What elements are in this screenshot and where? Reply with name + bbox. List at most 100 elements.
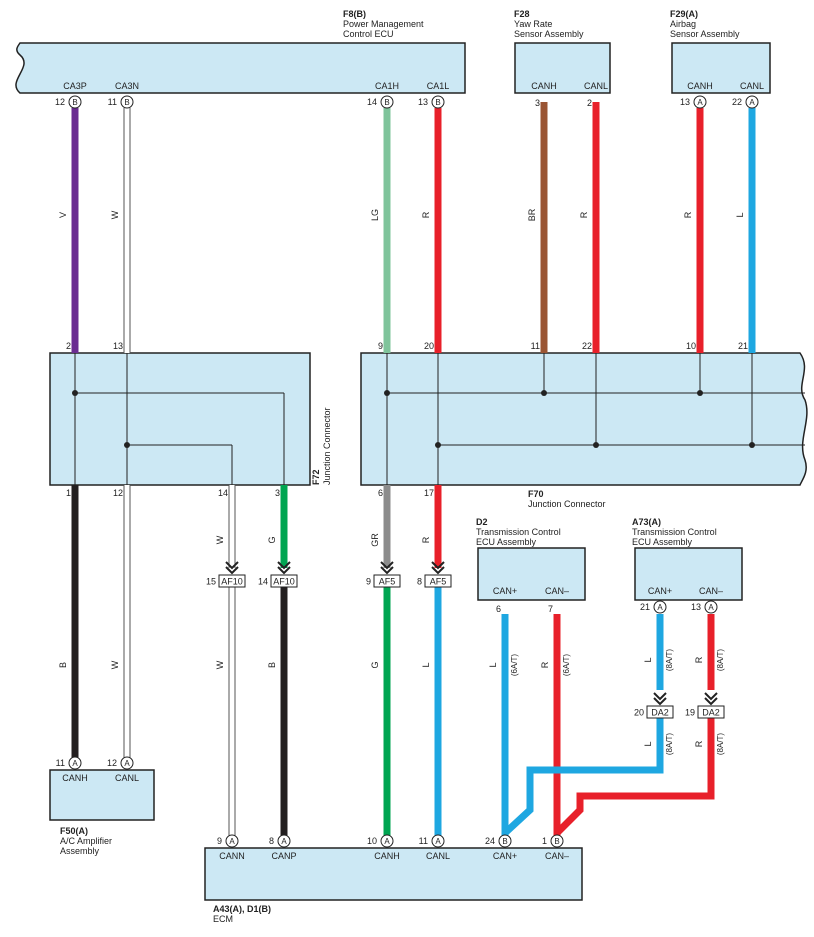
f50-pin-12: A12 <box>107 756 134 770</box>
d2-code: D2 <box>476 517 488 527</box>
ecm-pin-1: B1 <box>542 834 564 848</box>
f50-pin-11-connector-letter: A <box>72 759 78 768</box>
f8-pin-13-connector-letter: B <box>435 98 440 107</box>
f29-pin-22-number: 22 <box>732 97 742 107</box>
f70-pin-20: 20 <box>424 341 434 351</box>
f72-pin-14: 14 <box>218 488 228 498</box>
f28-pin-3: 3 <box>535 98 540 108</box>
ecm-pin-cann: CANN <box>219 851 245 861</box>
f70-pin-11: 11 <box>531 341 540 351</box>
f50-amplifier-box <box>49 769 155 821</box>
wire-w18a-color-label: R <box>694 656 704 663</box>
wire-w12a-color-label: G <box>267 536 277 543</box>
a73-code: A73(A) <box>632 517 661 527</box>
f8-pin-ca3n: CA3N <box>115 81 139 91</box>
f50-pin-11: A 11 <box>56 756 82 770</box>
ecm-pin-10-number: 10 <box>367 836 377 846</box>
wire-w15-color-label: L <box>488 662 498 667</box>
ecm-pin-9: A9 <box>217 834 239 848</box>
ecm-pin-24: B24 <box>485 834 512 848</box>
f8-pin-11-connector-letter: B <box>124 98 129 107</box>
wire-w1-color-label: V <box>58 212 68 218</box>
f72-pin-13: 13 <box>113 341 123 351</box>
ecm-pin-canl: CANL <box>426 851 450 861</box>
ecm-pin-8: A8 <box>269 834 291 848</box>
f72-code: F72 <box>311 469 321 485</box>
d2-pin-canminus: CAN– <box>545 586 569 596</box>
f50-pin-12-number: 12 <box>107 758 117 768</box>
ecm-pin-8-number: 8 <box>269 836 274 846</box>
f70-pin-22: 22 <box>582 341 592 351</box>
inline-da2-20-label: DA2 <box>651 708 669 718</box>
f28-pin-2: 2 <box>587 98 592 108</box>
f29-name-line2: Sensor Assembly <box>670 29 740 39</box>
d2-pin-canplus: CAN+ <box>493 586 517 596</box>
f28-sensor-box <box>514 42 611 94</box>
wire-w14a-color-label: R <box>421 536 431 543</box>
f70-pin-6: 6 <box>378 488 383 498</box>
f8-pin-14-number: 14 <box>367 97 377 107</box>
ecm-pin-10: A10 <box>367 834 394 848</box>
ecm-name: ECM <box>213 914 233 924</box>
f50-name-line2: Assembly <box>60 846 100 856</box>
f28-code: F28 <box>514 9 530 19</box>
f70-code: F70 <box>528 489 544 499</box>
wire-w11a-color-label: W <box>215 535 225 544</box>
f29-sensor-box <box>671 42 771 94</box>
f29-pin-13-number: 13 <box>680 97 690 107</box>
f29-pin-22: A22 <box>732 95 759 109</box>
f29-pin-canl: CANL <box>740 81 764 91</box>
ecm-pin-1-number: 1 <box>542 836 547 846</box>
f70-pin-21: 21 <box>738 341 748 351</box>
f70-pin-17: 17 <box>424 488 434 498</box>
inline-af5-9-number: 9 <box>366 577 371 587</box>
f72-junction-box <box>49 352 311 486</box>
f8-pin-12-connector-letter: B <box>72 98 77 107</box>
f72-internal-wiring <box>74 353 285 485</box>
d2-pin-7: 7 <box>548 604 553 614</box>
wire-w15-variant-label: (6A/T) <box>510 654 519 677</box>
wire-w17a-variant-label: (8A/T) <box>665 649 674 672</box>
f70-junction-box <box>360 352 808 486</box>
inline-da2-19-label: DA2 <box>702 708 720 718</box>
f8-pin-13: B 13 <box>418 95 445 109</box>
wire-w17b-color-label: L <box>643 741 653 746</box>
inline-af10-14-label: AF10 <box>273 577 295 587</box>
f70-pin-9: 9 <box>378 341 383 351</box>
ecm-pin-9-connector-letter: A <box>229 837 235 846</box>
f29-pin-13-connector-letter: A <box>697 98 703 107</box>
f72-pin-1: 1 <box>66 488 71 498</box>
f29-name-line1: Airbag <box>670 19 696 29</box>
wire-w14b-color-label: L <box>421 662 431 667</box>
a73-pin-13-connector-letter: A <box>708 603 714 612</box>
f8-pin-13-number: 13 <box>418 97 428 107</box>
f29-code: F29(A) <box>670 9 698 19</box>
f8-pin-ca1h: CA1H <box>375 81 399 91</box>
f50-pin-11-number: 11 <box>56 758 65 768</box>
a73-name-line2: ECU Assembly <box>632 537 693 547</box>
f8-pin-12: B12 <box>55 95 82 109</box>
ecm-pin-11: A11 <box>419 834 445 848</box>
a73-pin-canplus: CAN+ <box>648 586 672 596</box>
d2-name-line2: ECU Assembly <box>476 537 537 547</box>
f28-name-line2: Sensor Assembly <box>514 29 584 39</box>
a73-pin-21-number: 21 <box>640 602 650 612</box>
wire-w13a-color-label: GR <box>370 533 380 547</box>
wire-w18b-variant-label: (8A/T) <box>716 733 725 756</box>
wire-w6-color-label: R <box>579 211 589 218</box>
f28-name-line1: Yaw Rate <box>514 19 552 29</box>
f8-code: F8(B) <box>343 9 366 19</box>
ecm-pin-canminus: CAN– <box>545 851 569 861</box>
f70-pin-10: 10 <box>686 341 696 351</box>
inline-af10-15-label: AF10 <box>221 577 243 587</box>
wire-w11b-color-label: W <box>215 660 225 669</box>
a73-pin-13-number: 13 <box>691 602 701 612</box>
f8-name-line2: Control ECU <box>343 29 394 39</box>
a73-pin-canminus: CAN– <box>699 586 723 596</box>
f72-splice-dots <box>72 390 130 448</box>
